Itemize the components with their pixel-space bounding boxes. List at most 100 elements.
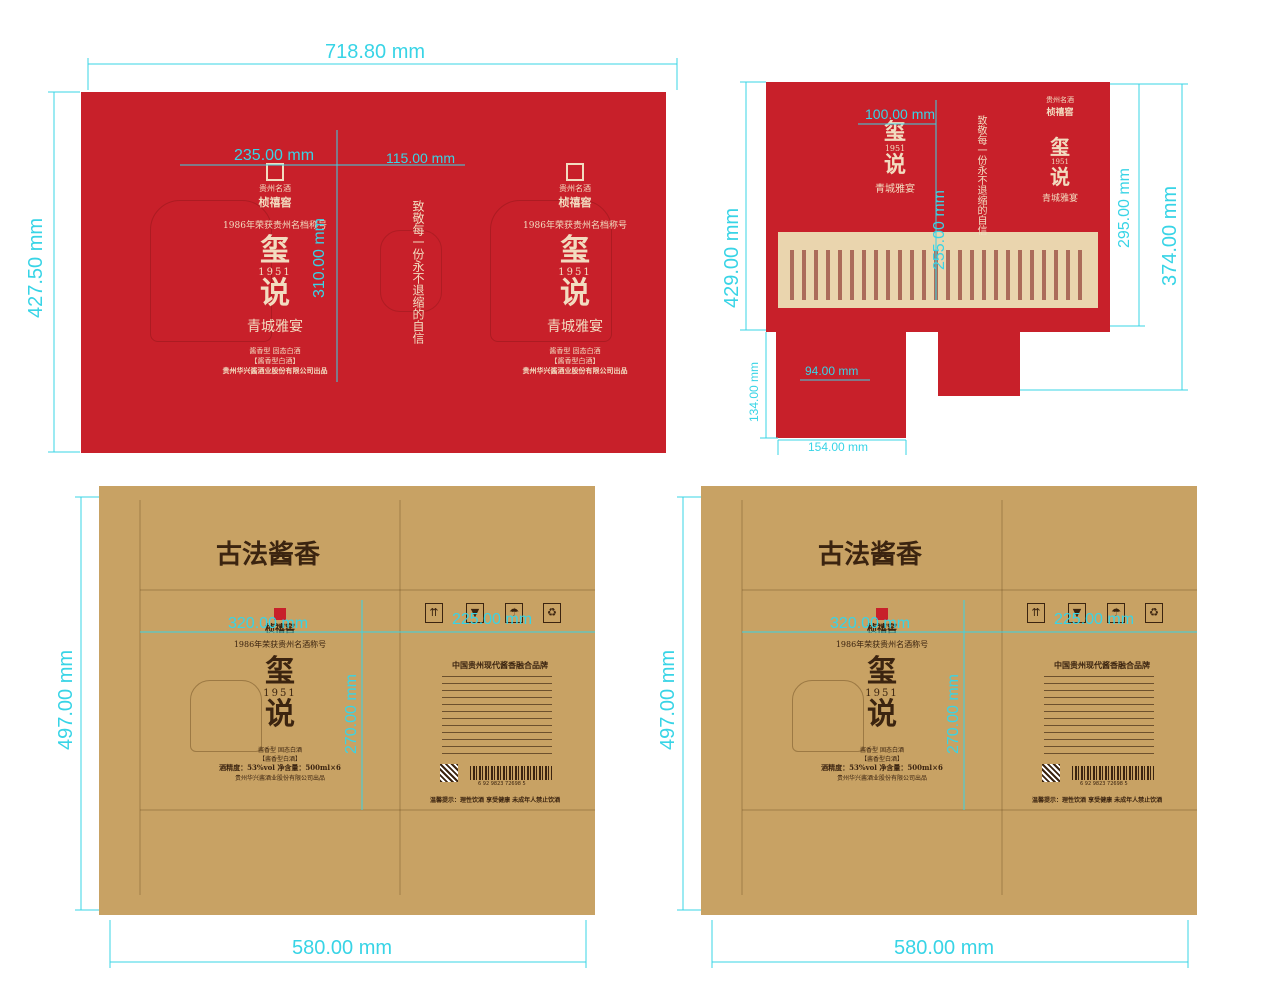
award-line: 1986年荣获贵州名档称号 [523,221,627,231]
dim-kraft-front-width: 320.00 mm [830,615,911,632]
product-year: 1951 [558,267,592,278]
product-subtitle: 青城雅宴 [247,319,303,335]
qr-code-icon [1042,764,1060,782]
box-brand-small: 贵州名酒 [1046,96,1074,104]
brand-small: 贵州名酒 [259,184,291,193]
recycle-icon: ♻ [543,603,561,623]
this-way-up-icon: ⇈ [425,603,443,623]
red-flat-dieline [81,92,666,453]
product-title-2: 说 [260,276,290,311]
dim-front-width: 235.00 mm [234,147,315,164]
barcode-digits: 6 92 9823 72698 5 [478,781,526,787]
red-front-a: 贵州名酒 桢禧窖 1986年荣获贵州名档称号 玺 1951 说 青城雅宴 酱香型… [190,158,360,375]
dim-kraft-width: 580.00 mm [894,937,995,959]
box-year: 1951 [884,144,906,153]
red-box-right: 贵州名酒 桢禧窖 玺 1951 说 青城雅宴 [1030,95,1090,204]
kraft-brand: 桢禧窖 [867,624,897,635]
dim-width: 718.80 mm [325,41,426,63]
kraft-line-1: 酱香型 固态白酒 [258,747,302,754]
kraft-title-1: 玺 [265,654,295,689]
dim-kraft-front-height: 270.00 mm [945,673,963,755]
dim-kraft-front-width: 320.00 mm [228,615,309,632]
brand-name: 桢禧窖 [258,196,292,209]
company-line: 贵州华兴酱酒业股份有限公司出品 [522,366,628,375]
kraft-spec: 酒精度：53%vol 净含量：500ml×6 [219,763,341,772]
kraft-front: 桢禧窖 1986年荣获贵州名酒称号 玺 1951 说 酱香型 固态白酒 【酱香型… [215,608,345,782]
box-right-subtitle: 青城雅宴 [1041,194,1078,204]
seal-icon [274,608,286,620]
product-title-2: 说 [560,276,590,311]
box-subtitle: 青城雅宴 [875,184,915,195]
keep-dry-icon: ☂ [1107,603,1125,623]
kraft-illustration [190,680,262,752]
box-brand: 桢禧窖 [1046,108,1074,118]
red-box-scene [790,250,1090,300]
illustration-right [490,200,612,342]
barcode-digits: 6 92 9823 72698 5 [1080,781,1128,787]
box-title-2: 说 [883,152,906,178]
box-right-title-2: 说 [1050,165,1070,189]
kraft-line-1: 酱香型 固态白酒 [860,747,904,754]
info-line-1: 酱香型 固态白酒 [249,347,301,355]
kraft-illustration [792,680,864,752]
red-front-b: 贵州名酒 桢禧窖 1986年荣获贵州名档称号 玺 1951 说 青城雅宴 酱香型… [490,158,660,375]
kraft-side-title: 中国贵州现代酱香融合品牌 [452,660,548,670]
dim-kraft-height: 497.00 mm [657,649,680,751]
kraft-warning: 温馨提示：理性饮酒 享受健康 未成年人禁止饮酒 [430,797,561,804]
box-title-1: 玺 [883,119,906,145]
kraft-line-2: 【酱香型白酒】 [860,756,903,763]
fragile-icon: ▼ [466,603,484,623]
product-year: 1951 [258,267,292,278]
side-slogan: 致敬每一份永不退缩的自信 [411,200,425,344]
kraft-award: 1986年荣获贵州名酒称号 [835,640,929,649]
brand-name: 桢禧窖 [558,196,592,209]
barcode-icon [470,766,552,780]
product-title-1: 玺 [260,233,290,268]
qr-code-icon [440,764,458,782]
kraft-year: 1951 [865,688,899,699]
kraft-warning: 温馨提示：理性饮酒 享受健康 未成年人禁止饮酒 [1032,797,1163,804]
kraft-front: 桢禧窖 1986年荣获贵州名酒称号 玺 1951 说 酱香型 固态白酒 【酱香型… [817,608,947,782]
kraft-side-title: 中国贵州现代酱香融合品牌 [1054,660,1150,670]
illustration-left [150,200,272,342]
kraft-title-2: 说 [265,697,295,732]
kraft-line-2: 【酱香型白酒】 [258,756,301,763]
seal-icon [876,608,888,620]
kraft-company: 贵州华兴酱酒业股份有限公司出品 [234,775,325,782]
award-line: 1986年荣获贵州名档称号 [223,221,327,231]
dim-kraft-side-width: 225.00 mm [1054,611,1135,628]
kraft-headline: 古法酱香 [818,540,923,570]
kraft-spec-lines [442,676,552,758]
brand-small: 贵州名酒 [559,184,591,193]
dim-box-flap-width: 94.00 mm [805,364,859,378]
dim-kraft-side-width: 225.00 mm [452,611,533,628]
dim-box-base-width: 154.00 mm [808,440,869,454]
box-right-year: 1951 [1051,158,1069,166]
kraft-year: 1951 [263,688,297,699]
info-line-2: 【酱香型白酒】 [550,357,600,365]
kraft-headline: 古法酱香 [216,540,321,570]
kraft-spec: 酒精度：53%vol 净含量：500ml×6 [821,763,943,772]
barcode-icon [1072,766,1154,780]
box-right-title-1: 玺 [1050,135,1070,159]
product-subtitle: 青城雅宴 [547,319,603,335]
this-way-up-icon: ⇈ [1027,603,1045,623]
recycle-icon: ♻ [1145,603,1163,623]
kraft-brand: 桢禧窖 [265,624,295,635]
kraft-title-2: 说 [867,697,897,732]
dim-kraft-width: 580.00 mm [292,937,393,959]
dim-side-width: 115.00 mm [386,150,455,166]
info-line-1: 酱香型 固态白酒 [549,347,601,355]
kraft-award: 1986年荣获贵州名酒称号 [233,640,327,649]
kraft-spec-lines [1044,676,1154,758]
fragile-icon: ▼ [1068,603,1086,623]
box-info-vertical: 致敬每一份永不退缩的自信 [975,115,986,235]
red-box-flap-right [938,330,1020,396]
keep-dry-icon: ☂ [505,603,523,623]
seal-icon [266,163,284,181]
